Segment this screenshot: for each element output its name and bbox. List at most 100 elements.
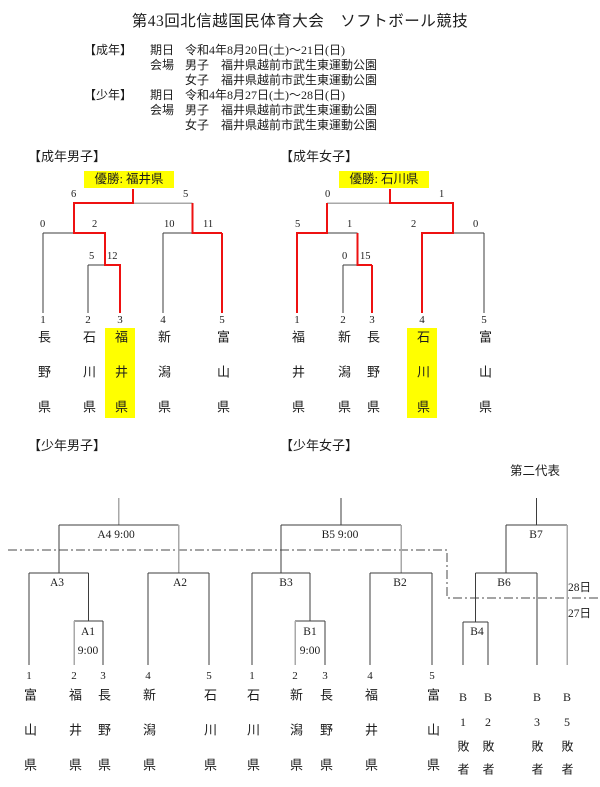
am-r1-score-a: 5	[89, 251, 95, 262]
youth-date-key: 期日	[150, 88, 175, 102]
youth-venue-men: 男子 福井県越前市武生東運動公園	[185, 103, 378, 117]
am-final-score-left: 6	[71, 189, 77, 200]
yw-seed-5: 5	[429, 670, 435, 682]
aw-team-ishikawa-champion: 石川県	[407, 328, 437, 418]
yw-match-b1-time: 9:00	[299, 645, 321, 657]
adult-date-key: 期日	[150, 43, 175, 57]
ym-team-fukui: 福井県	[67, 688, 82, 778]
yw-team-ishikawa: 石川県	[245, 688, 260, 778]
aw-semiL-score-b: 1	[347, 219, 353, 230]
yw-match-b2: B2	[393, 577, 407, 589]
day-28-label: 28日	[568, 582, 591, 594]
aw-semiR-score-b: 0	[473, 219, 479, 230]
yw-seed-1: 1	[249, 670, 255, 682]
am-team-niigata: 新潟県	[156, 330, 171, 420]
adult-women-champion-banner: 優勝: 石川県	[339, 171, 429, 188]
heading-youth-men: 【少年男子】	[28, 438, 107, 453]
heading-adult-women: 【成年女子】	[280, 149, 359, 164]
am-semiL-score-b: 2	[92, 219, 98, 230]
yw-loser-b2: B2敗者	[481, 690, 495, 782]
heading-youth-women: 【少年女子】	[280, 438, 359, 453]
adult-venue-women: 女子 福井県越前市武生東運動公園	[185, 73, 378, 87]
aw-semiL-score-a: 5	[295, 219, 301, 230]
youth-women-bracket-lines	[251, 498, 568, 665]
am-semiL-score-a: 0	[40, 219, 46, 230]
aw-team-nagano: 長野県	[365, 330, 380, 420]
adult-venue-men: 男子 福井県越前市武生東運動公園	[185, 58, 378, 72]
aw-seed-1: 1	[294, 314, 300, 326]
am-team-fukui-champion: 福井県	[105, 328, 135, 418]
youth-section-label: 【少年】	[84, 88, 133, 102]
am-semiR-score-b: 11	[203, 219, 214, 230]
aw-team-fukui: 福井県	[290, 330, 305, 420]
yw-loser-b5: B5敗者	[560, 690, 574, 782]
ym-match-a1-time: 9:00	[77, 645, 99, 657]
aw-final-score-left: 0	[325, 189, 331, 200]
am-r1-score-b: 12	[107, 251, 118, 262]
youth-date-value: 令和4年8月27日(土)～28日(日)	[185, 88, 345, 102]
yw-seed-3: 3	[322, 670, 328, 682]
ym-match-a1: A1	[80, 626, 96, 638]
yw-match-b3: B3	[279, 577, 293, 589]
yw-loser-b3: B3敗者	[530, 690, 544, 782]
am-team-nagano: 長野県	[36, 330, 51, 420]
ym-team-ishikawa: 石川県	[202, 688, 217, 778]
ym-seed-5: 5	[206, 670, 212, 682]
yw-match-b1: B1	[303, 626, 317, 638]
ym-match-a3: A3	[49, 577, 65, 589]
day-27-label: 27日	[568, 608, 591, 620]
yw-seed-4: 4	[367, 670, 373, 682]
adult-section-label: 【成年】	[84, 43, 133, 57]
am-team-ishikawa: 石川県	[81, 330, 96, 420]
ym-seed-1: 1	[26, 670, 32, 682]
yw-match-b4: B4	[470, 626, 484, 638]
ym-team-toyama: 富山県	[22, 688, 37, 778]
am-seed-2: 2	[85, 314, 91, 326]
aw-seed-4: 4	[419, 314, 425, 326]
day-divider-line	[8, 549, 600, 599]
yw-team-fukui: 福井県	[363, 688, 378, 778]
yw-match-b6: B6	[497, 577, 511, 589]
ym-team-nagano: 長野県	[96, 688, 111, 778]
youth-venue-key: 会場	[150, 103, 175, 117]
yw-team-niigata: 新潟県	[288, 688, 303, 778]
yw-match-b7: B7	[529, 529, 543, 541]
aw-team-toyama: 富山県	[477, 330, 492, 420]
adult-women-bracket-lines	[295, 189, 485, 313]
second-representative-label: 第二代表	[510, 464, 561, 478]
aw-r1-score-b: 15	[360, 251, 371, 262]
adult-men-bracket-lines	[42, 189, 224, 313]
ym-seed-4: 4	[145, 670, 151, 682]
aw-team-niigata: 新潟県	[336, 330, 351, 420]
am-seed-3: 3	[117, 314, 123, 326]
youth-men-bracket-lines	[28, 498, 210, 665]
yw-seed-2: 2	[292, 670, 298, 682]
ym-seed-3: 3	[100, 670, 106, 682]
yw-team-toyama: 富山県	[425, 688, 440, 778]
ym-match-a4: A4 9:00	[97, 529, 135, 541]
yw-team-nagano: 長野県	[318, 688, 333, 778]
youth-venue-women: 女子 福井県越前市武生東運動公園	[185, 118, 378, 132]
aw-seed-5: 5	[481, 314, 487, 326]
yw-loser-b1: B1敗者	[456, 690, 470, 782]
ym-match-a2: A2	[172, 577, 188, 589]
aw-semiR-score-a: 2	[411, 219, 417, 230]
adult-venue-key: 会場	[150, 58, 175, 72]
am-final-score-right: 5	[183, 189, 189, 200]
aw-final-score-right: 1	[439, 189, 445, 200]
adult-men-champion-banner: 優勝: 福井県	[84, 171, 174, 188]
am-seed-5: 5	[219, 314, 225, 326]
aw-seed-2: 2	[340, 314, 346, 326]
ym-seed-2: 2	[71, 670, 77, 682]
am-seed-1: 1	[40, 314, 46, 326]
am-semiR-score-a: 10	[164, 219, 175, 230]
aw-r1-score-a: 0	[342, 251, 348, 262]
page-title: 第43回北信越国民体育大会 ソフトボール競技	[131, 13, 469, 30]
ym-team-niigata: 新潟県	[141, 688, 156, 778]
adult-date-value: 令和4年8月20日(土)～21日(日)	[185, 43, 345, 57]
heading-adult-men: 【成年男子】	[28, 149, 107, 164]
am-seed-4: 4	[160, 314, 166, 326]
yw-match-b5: B5 9:00	[321, 529, 359, 541]
aw-seed-3: 3	[369, 314, 375, 326]
